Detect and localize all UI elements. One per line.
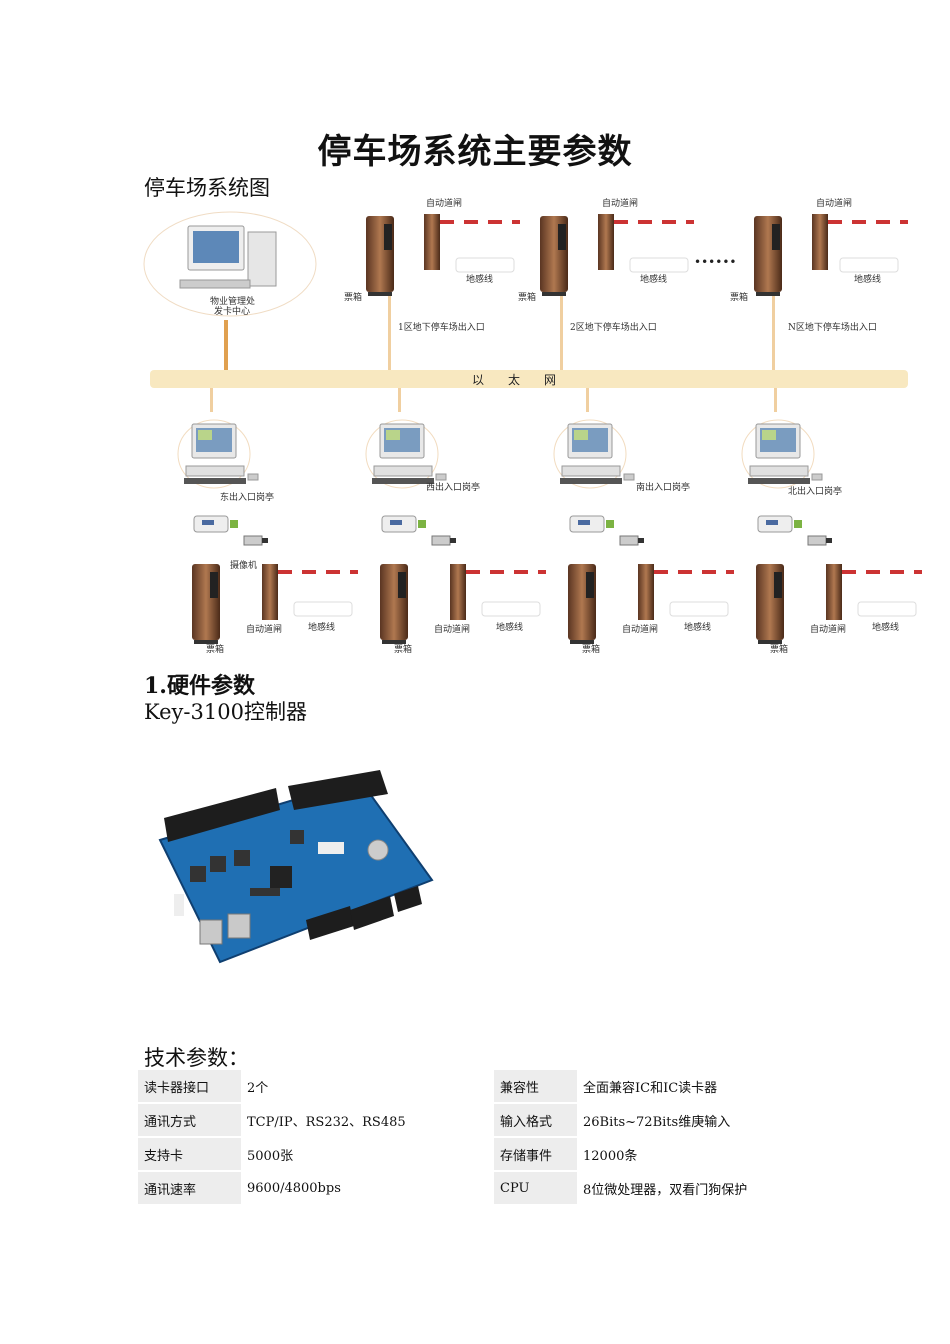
barrier-label: 自动道闸 — [622, 623, 658, 635]
controller-model: Key-3100控制器 — [144, 700, 307, 724]
parking-system-diagram: 物业管理处 发卡中心 以 太 网 自动道闸 地感线 票箱 1区地下停车场出入口 … — [143, 197, 922, 655]
spec-key: 存储事件 — [494, 1136, 577, 1171]
booth-label: 东出入口岗亭 — [220, 491, 274, 503]
tech-heading: 技术参数： — [144, 1046, 249, 1070]
zone-label: 2区地下停车场出入口 — [570, 321, 657, 333]
ellipsis: •••••• — [694, 255, 736, 269]
spec-value: TCP/IP、RS232、RS485 — [241, 1102, 484, 1137]
spec-value: 8位微处理器，双看门狗保护 — [577, 1170, 899, 1204]
barrier-label: 自动道闸 — [816, 197, 852, 209]
spec-value: 12000条 — [577, 1136, 899, 1171]
loop-label: 地感线 — [496, 621, 523, 633]
zone-label: 1区地下停车场出入口 — [398, 321, 485, 333]
booth-label: 南出入口岗亭 — [636, 481, 690, 493]
ticket-box-label: 票箱 — [730, 291, 748, 303]
loop-label: 地感线 — [872, 621, 899, 633]
page-title: 停车场系统主要参数 — [317, 132, 633, 172]
loop-label: 地感线 — [684, 621, 711, 633]
loop-label: 地感线 — [854, 273, 881, 285]
spec-table: 读卡器接口 2个 兼容性 全面兼容IC和IC读卡器 通讯方式 TCP/IP、RS… — [138, 1070, 899, 1204]
center-label: 物业管理处 — [210, 295, 255, 307]
spec-value: 全面兼容IC和IC读卡器 — [583, 1080, 718, 1096]
ticket-box-label: 票箱 — [582, 643, 600, 655]
controller-board-image — [158, 770, 434, 964]
barrier-label: 自动道闸 — [602, 197, 638, 209]
booth-label: 北出入口岗亭 — [788, 485, 842, 497]
spec-key: 输入格式 — [494, 1102, 577, 1137]
loop-label: 地感线 — [308, 621, 335, 633]
hardware-heading: 1.硬件参数 — [144, 673, 255, 699]
spec-value: 5000张 — [241, 1136, 484, 1171]
spec-value: 26Bits~72Bits维庚输入 — [577, 1102, 899, 1137]
spec-value: 9600/4800bps — [241, 1170, 484, 1204]
spec-key: 通讯速率 — [138, 1170, 241, 1204]
spec-value: 2个 — [247, 1080, 269, 1096]
spec-key: 支持卡 — [138, 1136, 241, 1171]
table-row: 通讯方式 TCP/IP、RS232、RS485 输入格式 26Bits~72Bi… — [138, 1102, 899, 1137]
table-row: 通讯速率 9600/4800bps CPU 8位微处理器，双看门狗保护 — [138, 1170, 899, 1204]
diagram-heading: 停车场系统图 — [144, 176, 270, 200]
ticket-box-label: 票箱 — [206, 643, 224, 655]
spec-key: 通讯方式 — [138, 1102, 241, 1137]
barrier-label: 自动道闸 — [434, 623, 470, 635]
booth-label: 西出入口岗亭 — [426, 481, 480, 493]
zone-label: N区地下停车场出入口 — [788, 321, 877, 333]
loop-label: 地感线 — [640, 273, 667, 285]
network-label: 以 太 网 — [472, 372, 556, 387]
ticket-box-label: 票箱 — [518, 291, 536, 303]
table-row: 支持卡 5000张 存储事件 12000条 — [138, 1136, 899, 1171]
spec-key: 读卡器接口 — [138, 1070, 241, 1103]
barrier-label: 自动道闸 — [426, 197, 462, 209]
barrier-label: 自动道闸 — [810, 623, 846, 635]
camera-label: 摄像机 — [230, 559, 257, 571]
ticket-box-label: 票箱 — [770, 643, 788, 655]
ticket-box-label: 票箱 — [394, 643, 412, 655]
barrier-label: 自动道闸 — [246, 623, 282, 635]
spec-key: 兼容性 — [494, 1070, 577, 1103]
ticket-box-label: 票箱 — [344, 291, 362, 303]
table-row: 读卡器接口 2个 兼容性 全面兼容IC和IC读卡器 — [138, 1070, 899, 1103]
center-label-2: 发卡中心 — [214, 305, 250, 317]
loop-label: 地感线 — [466, 273, 493, 285]
spec-key: CPU — [494, 1170, 577, 1204]
